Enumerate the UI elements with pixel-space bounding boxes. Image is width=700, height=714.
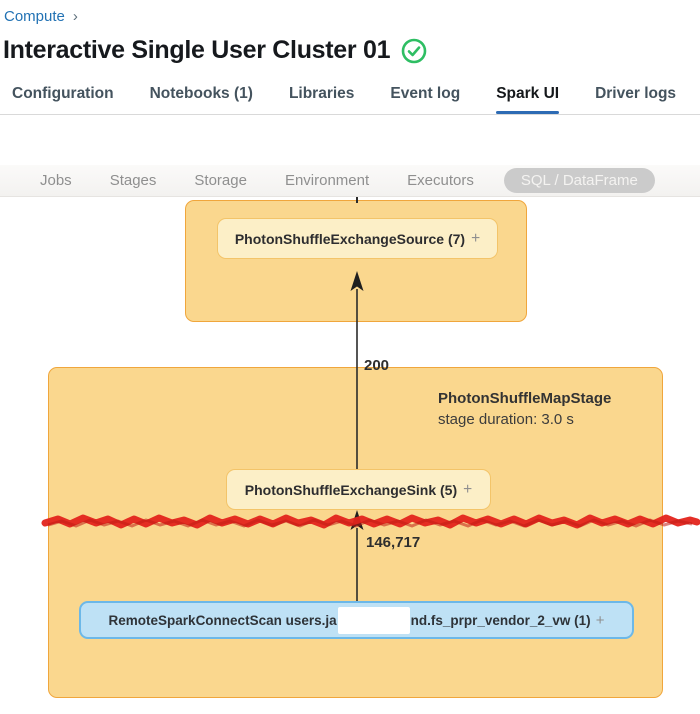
title-row: Interactive Single User Cluster 01 bbox=[3, 36, 427, 65]
spark-nav-sql-dataframe[interactable]: SQL / DataFrame bbox=[503, 168, 655, 193]
tab-spark-ui[interactable]: Spark UI bbox=[496, 85, 559, 114]
edge-row-count-146717: 146,717 bbox=[366, 534, 421, 551]
edge-row-count-200: 200 bbox=[364, 357, 390, 374]
spark-nav-stages[interactable]: Stages bbox=[109, 172, 157, 189]
expand-plus-icon[interactable]: + bbox=[463, 480, 473, 498]
stage-duration: stage duration: 3.0 s bbox=[438, 411, 574, 428]
stage-title: PhotonShuffleMapStage bbox=[438, 390, 612, 407]
sql-dag-canvas: PhotonShuffleExchangeSource (7) + 200 Ph… bbox=[0, 197, 700, 714]
photon-shuffle-map-stage-box: PhotonShuffleMapStage stage duration: 3.… bbox=[48, 367, 663, 698]
breadcrumb: Compute › bbox=[4, 8, 78, 25]
node-photon-shuffle-exchange-sink[interactable]: PhotonShuffleExchangeSink (5) + bbox=[226, 469, 491, 510]
breadcrumb-chevron-icon: › bbox=[72, 8, 78, 25]
tab-libraries[interactable]: Libraries bbox=[288, 85, 355, 102]
scan-label-prefix: RemoteSparkConnectScan users.ja bbox=[108, 612, 337, 628]
tab-event-log[interactable]: Event log bbox=[390, 85, 461, 102]
node-label: PhotonShuffleExchangeSink (5) bbox=[244, 481, 458, 498]
spark-nav-storage[interactable]: Storage bbox=[194, 172, 247, 189]
tab-notebooks[interactable]: Notebooks (1) bbox=[149, 85, 253, 102]
page-title: Interactive Single User Cluster 01 bbox=[3, 36, 391, 64]
node-photon-shuffle-exchange-source[interactable]: PhotonShuffleExchangeSource (7) + bbox=[217, 218, 498, 259]
node-label: PhotonShuffleExchangeSource (7) bbox=[234, 230, 466, 247]
spark-nav-executors[interactable]: Executors bbox=[407, 172, 474, 189]
cluster-tabs: Configuration Notebooks (1) Libraries Ev… bbox=[0, 85, 700, 115]
spark-ui-nav: Jobs Stages Storage Environment Executor… bbox=[0, 165, 700, 197]
spark-nav-environment[interactable]: Environment bbox=[284, 172, 370, 189]
shuffle-source-stage-box: PhotonShuffleExchangeSource (7) + bbox=[185, 200, 527, 322]
spark-nav-jobs[interactable]: Jobs bbox=[40, 172, 72, 189]
expand-plus-icon[interactable]: + bbox=[471, 229, 481, 247]
redaction-patch bbox=[337, 606, 410, 634]
node-remote-spark-connect-scan[interactable]: RemoteSparkConnectScan users.ja nd.fs_prp… bbox=[79, 601, 634, 639]
expand-plus-icon[interactable]: + bbox=[595, 611, 605, 629]
breadcrumb-compute-link[interactable]: Compute bbox=[4, 8, 65, 25]
tab-driver-logs[interactable]: Driver logs bbox=[595, 85, 677, 102]
scan-label-suffix: nd.fs_prpr_vendor_2_vw (1) bbox=[410, 612, 591, 628]
cluster-running-check-icon bbox=[401, 38, 427, 64]
tab-configuration[interactable]: Configuration bbox=[12, 85, 114, 102]
